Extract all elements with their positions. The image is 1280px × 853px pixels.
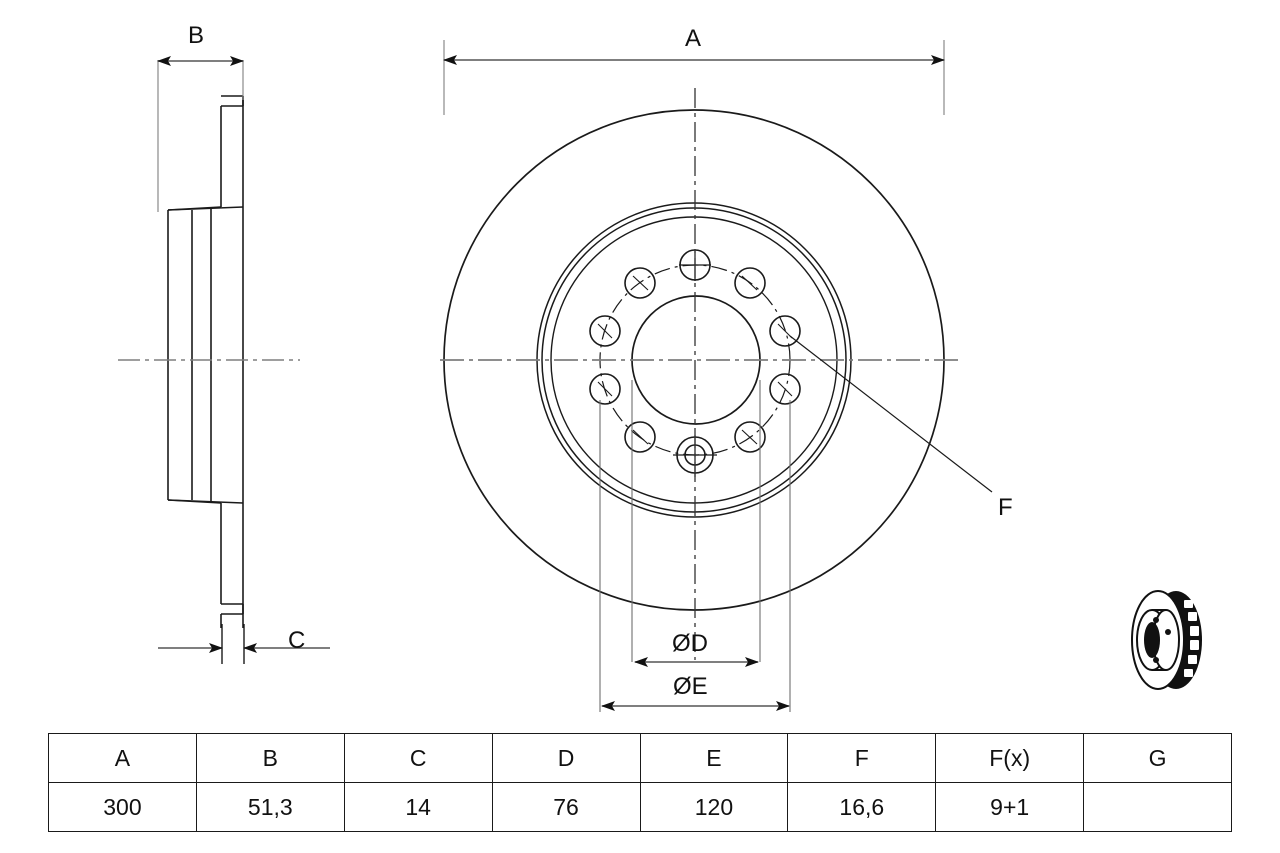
bolt-hole-center-ticks — [597, 275, 793, 445]
bolt-hole-2 — [769, 315, 801, 347]
side-extension-lines — [157, 60, 244, 212]
label-d: ØD — [672, 630, 708, 657]
bolt-hole-8 — [624, 267, 656, 299]
dimension-f-leader-line — [789, 335, 993, 493]
label-b: B — [188, 22, 205, 49]
bottom-extension-lines — [599, 380, 791, 712]
table-value-fx: 9+1 — [935, 782, 1085, 832]
table-value-g — [1083, 782, 1232, 832]
table-value-b: 51,3 — [195, 782, 345, 832]
label-c: C — [288, 627, 306, 654]
label-a: A — [685, 25, 702, 52]
bolt-hole-5 — [624, 421, 656, 453]
label-f: F — [998, 494, 1013, 521]
bolt-hole-6 — [589, 373, 621, 405]
table-value-c: 14 — [343, 782, 493, 832]
dimension-a — [443, 40, 945, 115]
dimension-table: A B C D E F F(x) G 300 51,3 14 76 120 16… — [48, 733, 1232, 832]
table-header-row: A B C D E F F(x) G — [48, 733, 1232, 783]
table-header-d: D — [491, 733, 641, 783]
label-e: ØE — [673, 673, 708, 700]
side-section-view — [167, 95, 244, 628]
table-header-a: A — [48, 733, 197, 783]
table-header-f: F — [787, 733, 937, 783]
friction-ring-inner — [541, 207, 847, 513]
table-value-a: 300 — [48, 782, 197, 832]
side-rotor-top-edge — [167, 206, 244, 211]
bolt-hole-3 — [769, 373, 801, 405]
table-header-fx: F(x) — [935, 733, 1085, 783]
table-value-d: 76 — [491, 782, 641, 832]
table-header-b: B — [195, 733, 345, 783]
disc-3d-thumbnail — [1131, 590, 1202, 690]
table-value-row: 300 51,3 14 76 120 16,6 9+1 — [48, 782, 1232, 832]
bolt-hole-7 — [589, 315, 621, 347]
bolt-hole-4 — [734, 421, 766, 453]
bolt-hole-1 — [734, 267, 766, 299]
table-header-e: E — [639, 733, 789, 783]
dimension-c — [158, 624, 330, 664]
side-rotor-bottom-edge — [167, 499, 244, 504]
table-header-g: G — [1083, 733, 1232, 783]
table-value-e: 120 — [639, 782, 789, 832]
table-header-c: C — [343, 733, 493, 783]
table-value-f: 16,6 — [787, 782, 937, 832]
